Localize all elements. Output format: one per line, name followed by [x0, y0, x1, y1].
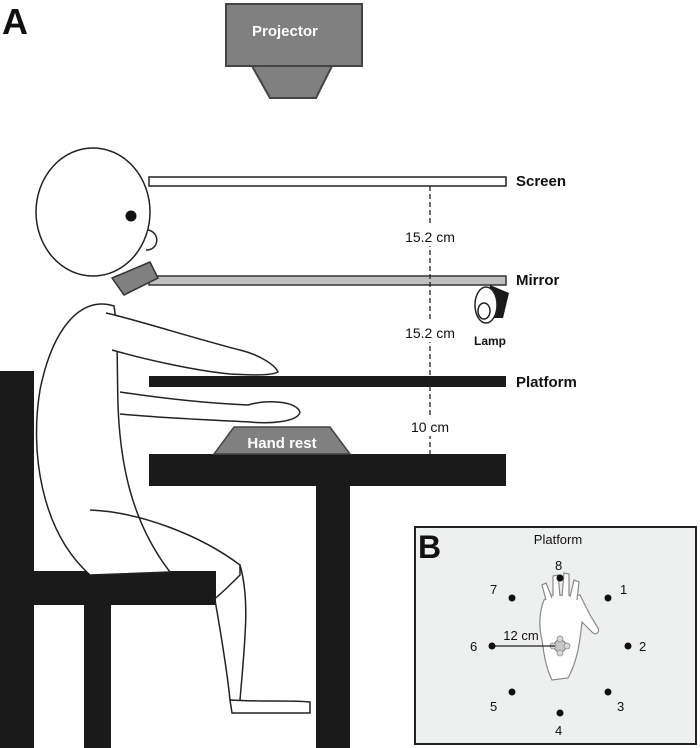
platform-label: Platform [516, 374, 577, 391]
finger-3 [561, 572, 570, 597]
shin-front [239, 564, 247, 705]
panel-b-title: Platform [534, 532, 582, 547]
target-label-7: 7 [490, 582, 497, 597]
chin-rest [110, 261, 160, 296]
distance-label-bg-2 [394, 322, 466, 342]
target-dot-7 [508, 594, 516, 602]
nose [145, 229, 158, 251]
palm [539, 594, 600, 681]
table-leg [316, 486, 350, 748]
target-label-2: 2 [639, 639, 646, 654]
hand-illustration [539, 572, 600, 681]
start-petal-3 [556, 635, 564, 643]
upper-arm [105, 312, 279, 376]
panel-b: B Platform 12 cm 1 2 3 4 5 6 7 [414, 526, 697, 745]
distance-label-bg-3 [402, 416, 458, 436]
subject [35, 147, 311, 714]
projector-label: Projector [252, 23, 318, 40]
radius-label: 12 cm [503, 628, 538, 643]
distance-screen-mirror: 15.2 cm [405, 229, 455, 245]
target-label-5: 5 [490, 699, 497, 714]
table-top [149, 454, 506, 486]
lamp-label: Lamp [474, 334, 506, 348]
target-label-1: 1 [620, 582, 627, 597]
start-petal-2 [563, 642, 571, 650]
thigh [89, 509, 241, 603]
target-dot-4 [556, 709, 564, 717]
mirror-label: Mirror [516, 272, 560, 289]
lamp: Lamp [474, 285, 509, 348]
target-dot-1 [604, 594, 612, 602]
shin-back [214, 599, 231, 701]
target-dot-8 [556, 574, 564, 582]
panel-a-letter: A [2, 1, 28, 42]
platform [149, 376, 506, 387]
screen-label: Screen [516, 173, 566, 190]
table [149, 454, 506, 748]
target-label-6: 6 [470, 639, 477, 654]
target-dot-3 [604, 688, 612, 696]
distance-platform-table: 10 cm [411, 419, 449, 435]
chair [0, 371, 216, 748]
mirror [148, 275, 507, 286]
foot [229, 699, 311, 714]
hand-rest-label: Hand rest [247, 435, 316, 452]
lower-arm [119, 391, 301, 424]
target-dot-2 [624, 642, 632, 650]
head [35, 147, 151, 277]
projector: Projector [225, 3, 363, 99]
finger-1 [541, 582, 553, 601]
target-dot-6 [488, 642, 496, 650]
screen [148, 176, 507, 187]
torso [35, 303, 172, 576]
chair-seat [0, 571, 216, 605]
chair-back [0, 371, 34, 748]
chair-front-leg [84, 605, 111, 748]
target-dot-5 [508, 688, 516, 696]
hand-rest [212, 426, 352, 455]
target-label-8: 8 [555, 558, 562, 573]
finger-4 [569, 579, 580, 601]
start-petal-4 [556, 649, 564, 657]
panel-b-letter: B [418, 529, 441, 565]
target-label-4: 4 [555, 723, 562, 738]
distance-mirror-platform: 15.2 cm [405, 325, 455, 341]
lamp-bulb [477, 302, 491, 320]
eye [125, 210, 137, 222]
projector-lens [250, 65, 334, 99]
distance-label-bg-1 [394, 226, 466, 246]
target-label-3: 3 [617, 699, 624, 714]
projector-body [225, 3, 363, 67]
